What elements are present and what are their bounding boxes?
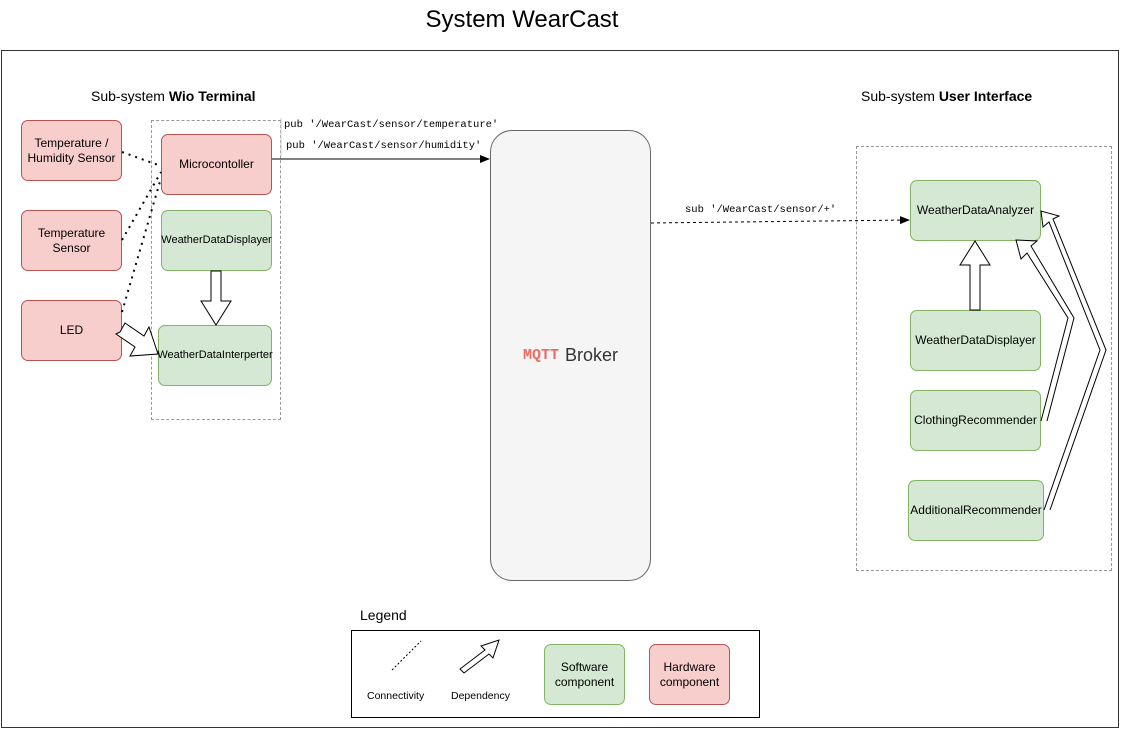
connectivity-line-temp-humidity — [121, 151, 162, 167]
legend-box — [351, 630, 760, 718]
subscribe-arrow — [650, 216, 910, 225]
ui-subsystem-prefix: Sub-system — [861, 88, 939, 104]
microcontroller[interactable]: Microcontoller — [161, 134, 272, 195]
ui-subsystem-title: Sub-system User Interface — [861, 88, 1032, 104]
wio-subsystem-title: Sub-system Wio Terminal — [91, 88, 256, 104]
ui-weather-data-displayer[interactable]: WeatherDataDisplayer — [910, 310, 1041, 371]
user-interface-boundary — [856, 146, 1112, 571]
wio-weather-data-interpreter[interactable]: WeatherDataInterperter — [157, 325, 273, 386]
connectivity-line-temperature — [121, 171, 162, 241]
legend-dependency-symbol — [459, 639, 500, 674]
dependency-arrow-displayer-analyzer — [959, 240, 991, 311]
sub-wildcard-topic: sub '/WearCast/sensor/+' — [685, 204, 837, 216]
dependency-arrow-led-interpreter — [115, 322, 159, 357]
dependency-arrow-displayer-interpreter — [200, 270, 232, 326]
legend-connectivity-symbol — [391, 640, 422, 671]
pub-humidity-topic: pub '/WearCast/sensor/humidity' — [286, 140, 482, 152]
legend-hardware-component: Hardware component — [649, 644, 730, 705]
ui-subsystem-name: User Interface — [938, 88, 1033, 104]
broker-label: Broker — [565, 345, 619, 365]
wio-weather-data-displayer[interactable]: WeatherDataDisplayer — [161, 210, 272, 271]
dependency-arrow-clothing-analyzer — [1015, 239, 1075, 422]
clothing-recommender[interactable]: ClothingRecommender — [910, 390, 1041, 451]
diagram-title: System WearCast — [425, 6, 619, 33]
additional-recommender[interactable]: AdditionalRecommender — [908, 480, 1044, 541]
led[interactable]: LED — [21, 300, 122, 361]
pub-temperature-topic: pub '/WearCast/sensor/temperature' — [284, 119, 499, 131]
legend-dependency-label: Dependency — [451, 690, 510, 702]
mqtt-broker[interactable]: MQTT Broker — [490, 130, 651, 581]
connectivity-line-led — [121, 177, 162, 313]
mqtt-label: MQTT — [522, 347, 559, 364]
temperature-sensor[interactable]: Temperature Sensor — [21, 210, 122, 271]
wio-subsystem-prefix: Sub-system — [91, 88, 169, 104]
wio-terminal-boundary — [151, 120, 281, 420]
legend-software-component: Software component — [544, 644, 625, 705]
legend-connectivity-label: Connectivity — [367, 690, 425, 702]
wio-subsystem-name: Wio Terminal — [168, 88, 256, 104]
weather-data-analyzer[interactable]: WeatherDataAnalyzer — [910, 180, 1041, 241]
dependency-arrow-additional-analyzer — [1040, 210, 1107, 511]
temp-humidity-sensor[interactable]: Temperature / Humidity Sensor — [21, 120, 122, 181]
diagram-frame — [1, 50, 1119, 728]
legend-title: Legend — [360, 607, 407, 623]
